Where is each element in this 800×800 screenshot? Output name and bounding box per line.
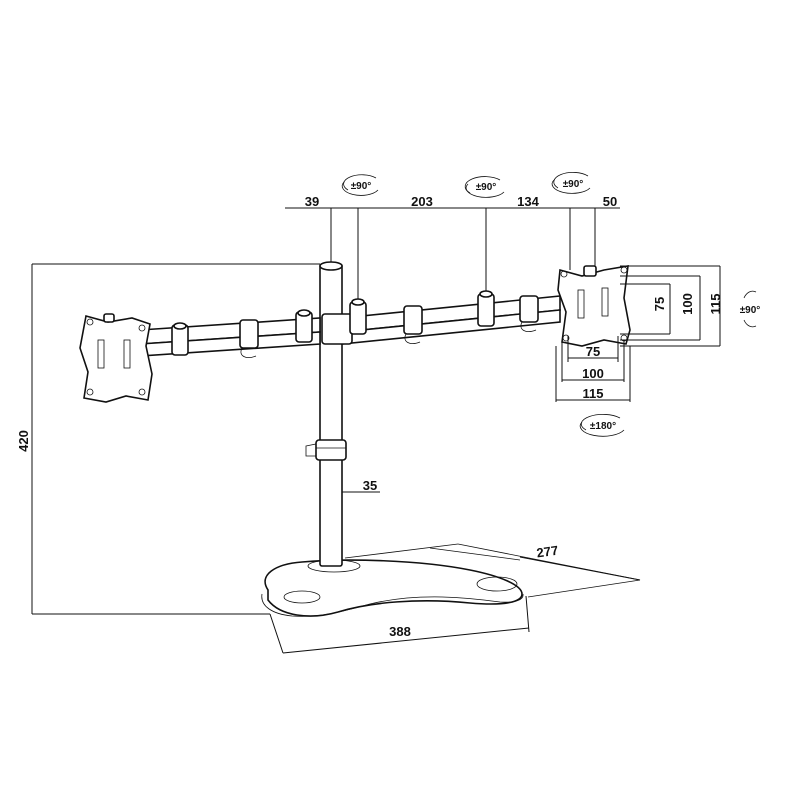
vesa-plate-right: [557, 265, 631, 347]
dim-vesa-100-v: 100: [680, 293, 695, 315]
arm-right: [321, 290, 561, 345]
rotation-icon-arm-mid: ±90°: [464, 176, 505, 198]
dim-width-388: 388: [389, 624, 411, 639]
pole: [305, 261, 347, 567]
height-dimension: [31, 263, 320, 615]
dim-top-203: 203: [411, 194, 433, 209]
dim-height-420: 420: [16, 430, 31, 452]
dim-vesa-100-h: 100: [582, 366, 604, 381]
top-dimension-lines: [285, 207, 620, 300]
svg-text:±90°: ±90°: [476, 182, 497, 193]
dim-depth-277: 277: [536, 543, 560, 561]
dim-vesa-115-h: 115: [583, 386, 604, 401]
base-plate: [261, 543, 641, 617]
dim-top-50: 50: [603, 194, 617, 209]
svg-text:±90°: ±90°: [563, 179, 584, 190]
svg-text:±180°: ±180°: [590, 421, 616, 432]
rotation-icon-arm-left: ±90°: [341, 174, 379, 196]
vesa-plate-left: [79, 313, 153, 403]
base-dimension-lines: [269, 556, 641, 654]
arm-left: [139, 309, 321, 358]
rotation-icon-tilt: ±90°: [740, 290, 761, 328]
dim-top-134: 134: [517, 194, 539, 209]
vesa-dimension-lines: [555, 265, 721, 402]
rotation-icon-arm-right: ±90°: [551, 171, 591, 194]
dim-vesa-75-v: 75: [652, 297, 667, 311]
svg-text:±90°: ±90°: [740, 305, 761, 316]
dim-pole-35: 35: [363, 478, 377, 493]
dim-vesa-75-h: 75: [586, 344, 600, 359]
dim-vesa-115-v: 115: [708, 294, 723, 315]
svg-text:±90°: ±90°: [351, 181, 372, 192]
dim-top-39: 39: [305, 194, 319, 209]
rotation-icon-rotate: ±180°: [579, 413, 625, 437]
